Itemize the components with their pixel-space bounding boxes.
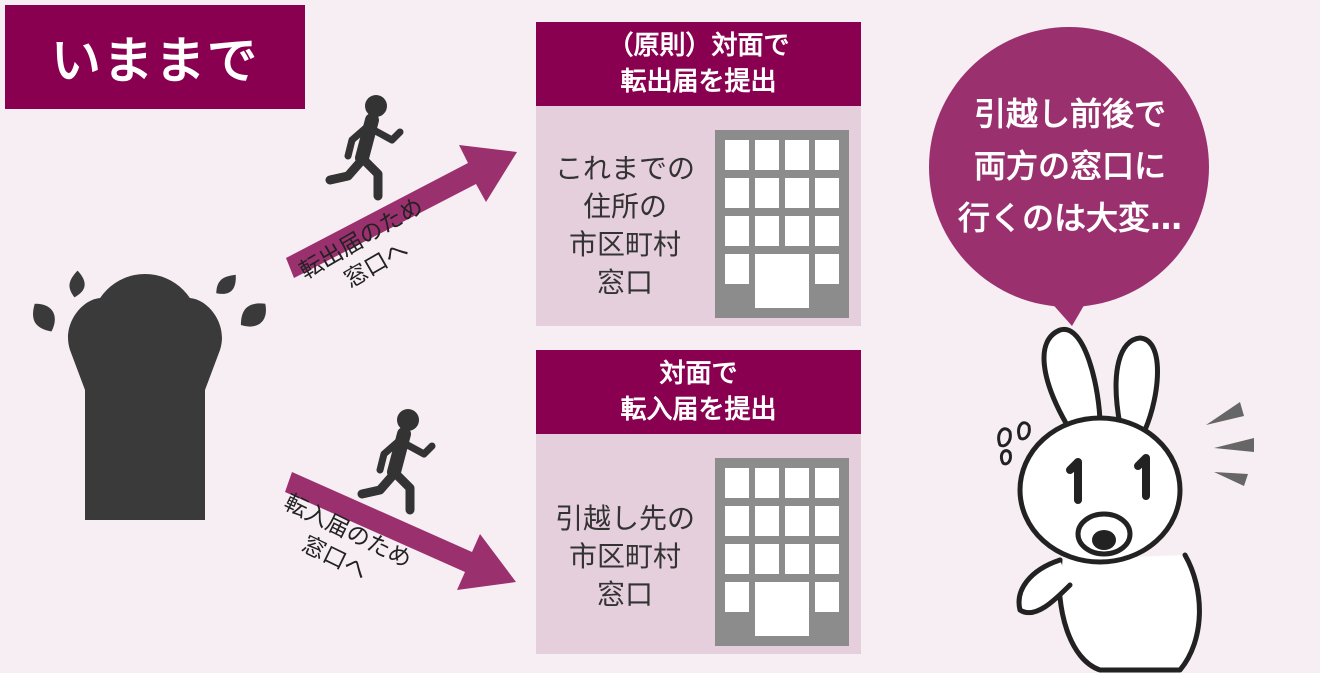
panel-heading-line: 対面で [659, 359, 738, 389]
office-description-line: 引越し先の [554, 502, 695, 535]
moving-in-office-panel: 対面で 転入届を提出 引越し先の 市区町村 窓口 [536, 350, 861, 654]
office-description-line: 窓口 [596, 266, 653, 299]
speech-bubble-text: 引越し前後で 両方の窓口に 行くのは大変… [930, 88, 1210, 244]
arrow-to-moving-out-office [286, 145, 517, 278]
panel-heading-line: （原則）対面で [607, 31, 790, 61]
rabbit-mascot-icon [997, 327, 1254, 673]
page-title: いままで [5, 5, 305, 109]
speech-bubble [929, 27, 1209, 326]
panel-heading: （原則）対面で 転出届を提出 [536, 22, 861, 106]
running-person-icon [357, 409, 436, 515]
speech-bubble-line: 両方の窓口に [973, 147, 1166, 185]
moving-out-office-panel: （原則）対面で 転出届を提出 これまでの 住所の 市区町村 窓口 [536, 22, 861, 326]
office-description: これまでの 住所の 市区町村 窓口 [536, 150, 714, 302]
office-description-line: 市区町村 [568, 228, 681, 261]
arrow-to-moving-in-office [285, 472, 516, 590]
office-description-line: これまでの [554, 152, 695, 185]
office-description-line: 市区町村 [568, 540, 681, 573]
building-icon [715, 458, 849, 646]
speech-bubble-line: 引越し前後で [973, 95, 1166, 133]
office-description-line: 住所の [582, 190, 667, 223]
office-description: 引越し先の 市区町村 窓口 [536, 500, 714, 614]
building-icon [715, 130, 849, 318]
speech-bubble-line: 行くのは大変… [957, 199, 1182, 237]
office-description-line: 窓口 [596, 578, 653, 611]
panel-heading-line: 転出届を提出 [620, 67, 777, 97]
troubled-person-icon [33, 270, 266, 520]
panel-heading: 対面で 転入届を提出 [536, 350, 861, 434]
panel-heading-line: 転入届を提出 [620, 395, 777, 425]
running-person-icon [325, 95, 404, 201]
